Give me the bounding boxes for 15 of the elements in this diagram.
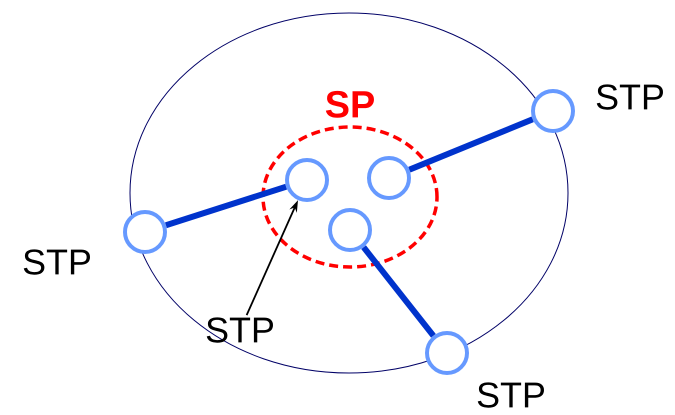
outer-ellipse xyxy=(130,12,568,374)
node-circle xyxy=(367,156,411,200)
connector-line xyxy=(361,245,436,338)
stp-label: STP xyxy=(596,84,663,110)
node-circle xyxy=(123,210,167,254)
stp-label: STP xyxy=(206,317,273,343)
stp-label: STP xyxy=(24,249,90,275)
stp-label: STP xyxy=(478,382,544,408)
node-circle xyxy=(425,331,469,375)
connector-line xyxy=(408,116,534,172)
connector-line xyxy=(165,184,287,228)
node-label: SP xyxy=(326,90,374,118)
node-circle xyxy=(531,89,575,133)
node-circle xyxy=(285,158,329,202)
node-circle xyxy=(328,208,372,252)
